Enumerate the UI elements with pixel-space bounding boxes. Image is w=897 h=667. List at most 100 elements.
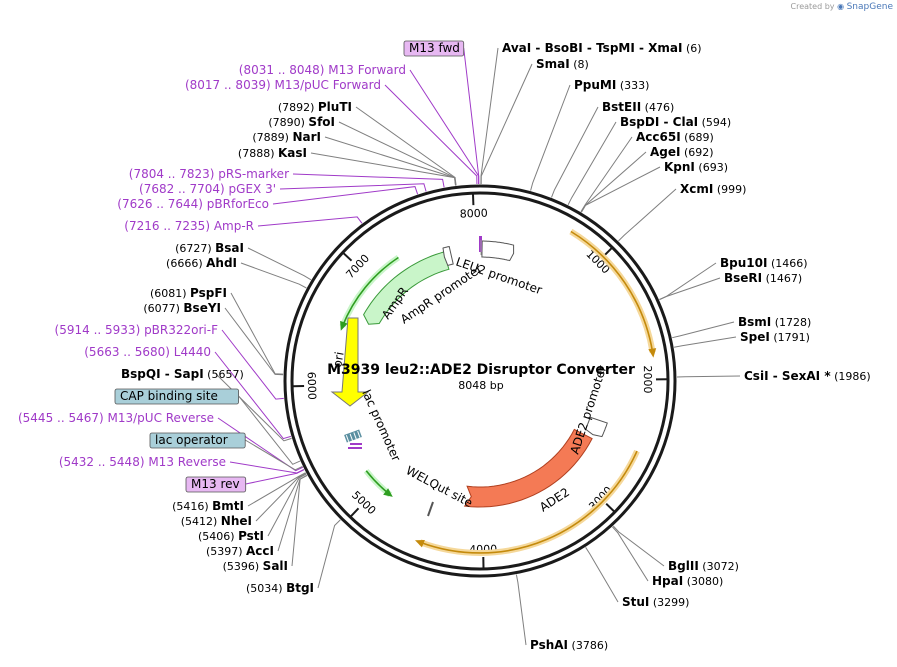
primer-name: pBR322ori-F — [144, 323, 218, 337]
enzyme-leader — [247, 472, 306, 507]
enzyme-leader — [581, 166, 661, 213]
primer-label: (5432 .. 5448) M13 Reverse — [59, 455, 226, 469]
leu2-promoter-arrow[interactable] — [481, 240, 515, 262]
enzyme-pos: (3080) — [683, 575, 723, 588]
tick-label: 6000 — [305, 372, 319, 400]
ade2-promoter-arrow[interactable] — [584, 416, 608, 438]
primer-name: L4440 — [174, 345, 211, 359]
enzyme-label: (6666) AhdI — [166, 256, 237, 270]
enzyme-label: AgeI (692) — [650, 145, 714, 159]
tick-label: 2000 — [641, 365, 654, 393]
primer-leader — [384, 84, 478, 185]
primer-label: (5914 .. 5933) pBR322ori-F — [55, 323, 219, 337]
tick-mark — [350, 507, 360, 517]
enzyme-name: BsaI — [215, 241, 244, 255]
enzyme-label: (6727) BsaI — [175, 241, 244, 255]
enzyme-pos: (333) — [616, 79, 649, 92]
enzyme-name: BseRI — [724, 271, 762, 285]
box-leader — [244, 439, 303, 471]
enzyme-name: SpeI — [740, 330, 770, 344]
snapgene-logo-icon: ◉ — [837, 2, 845, 11]
enzyme-pos: (693) — [695, 161, 728, 174]
enzyme-label: BseRI (1467) — [724, 271, 802, 285]
enzyme-pos: (1728) — [771, 316, 811, 329]
enzyme-name: KasI — [278, 146, 307, 160]
enzyme-name: KpnI — [664, 160, 695, 174]
orf-arc-ade2 — [419, 450, 638, 554]
enzyme-leader — [515, 574, 527, 646]
enzyme-name: HpaI — [652, 574, 683, 588]
enzyme-label: (7892) PluTI — [278, 100, 352, 114]
ade2-cds-arrow[interactable] — [463, 428, 593, 508]
enzyme-leader — [612, 526, 649, 582]
primer-label: (7682 .. 7704) pGEX 3' — [139, 182, 276, 196]
primer-leader — [272, 186, 419, 205]
primer-label: (8017 .. 8039) M13/pUC Forward — [185, 78, 381, 92]
ori-arrow[interactable] — [330, 317, 370, 407]
primer-name: M13 Reverse — [148, 455, 226, 469]
backbone-inner-ring — [290, 191, 670, 571]
primer-name: pRS-marker — [218, 167, 289, 181]
enzyme-leader — [659, 262, 717, 300]
enzyme-pos: (3299) — [649, 596, 689, 609]
primer-leader — [279, 183, 427, 192]
enzyme-pos: (5396) — [223, 560, 263, 573]
label-leader-lines — [214, 47, 741, 646]
primer-box — [185, 476, 247, 493]
enzyme-label: (5396) SalI — [223, 559, 288, 573]
enzyme-pos: (1791) — [770, 331, 810, 344]
enzyme-name: AccI — [246, 544, 274, 558]
enzyme-pos: (1467) — [762, 272, 802, 285]
enzyme-name: AhdI — [206, 256, 237, 270]
enzyme-label: BspDI - ClaI (594) — [620, 115, 731, 129]
primer-leader — [257, 216, 363, 227]
enzyme-pos: (6666) — [166, 257, 206, 270]
enzyme-leader — [215, 373, 292, 442]
enzyme-leader — [247, 247, 312, 281]
enzyme-leader — [551, 106, 599, 198]
enzyme-label: (5397) AccI — [206, 544, 274, 558]
enzyme-leader — [291, 474, 308, 567]
enzyme-name: NarI — [292, 130, 321, 144]
site-box-label: lac operator — [155, 433, 228, 447]
enzyme-leader — [659, 277, 721, 301]
enzyme-pos: (5657) — [204, 368, 244, 381]
primer-box-label: M13 fwd — [409, 41, 460, 55]
tick-mark — [342, 252, 353, 262]
enzyme-pos: (7890) — [268, 116, 308, 129]
enzyme-label: (7889) NarI — [252, 130, 321, 144]
enzyme-name: PpuMI — [574, 78, 616, 92]
orf-arc-band — [419, 449, 640, 556]
enzyme-sep: - — [635, 41, 648, 55]
enzyme-sep: - — [161, 367, 174, 381]
box-leader — [245, 469, 305, 485]
enzyme-sep: - — [659, 115, 672, 129]
primer-label: (7626 .. 7644) pBRforEco — [117, 197, 269, 211]
enzyme-pos: (5412) — [181, 515, 221, 528]
enzyme-leader — [480, 63, 533, 185]
ampr-promoter-arrow[interactable] — [442, 246, 454, 267]
enzyme-leader — [480, 47, 499, 185]
enzyme-leader — [324, 136, 457, 186]
enzyme-name: AgeI — [650, 145, 680, 159]
enzyme-label: SmaI (8) — [536, 57, 589, 71]
plasmid-name: M3939 leu2::ADE2 Disruptor Converter — [327, 362, 635, 378]
enzyme-pos: (7888) — [238, 147, 278, 160]
enzyme-name: SapI — [174, 367, 204, 381]
enzyme-pos: (6727) — [175, 242, 215, 255]
enzyme-label: StuI (3299) — [622, 595, 689, 609]
enzyme-leader — [676, 375, 741, 378]
ampr-cds-arrow[interactable] — [363, 251, 450, 325]
enzyme-name: BseYI — [183, 301, 221, 315]
primer-label: (5663 .. 5680) L4440 — [84, 345, 211, 359]
orf-arc-leu2 — [570, 230, 654, 353]
enzyme-pos: (1466) — [767, 257, 807, 270]
enzyme-leader — [530, 84, 571, 191]
enzyme-name: PshAI — [530, 638, 568, 652]
orf-arrowhead — [648, 348, 657, 358]
enzyme-leader — [585, 547, 619, 603]
primer-range: (5914 .. 5933) — [55, 323, 145, 337]
primer-label: (5445 .. 5467) M13/pUC Reverse — [18, 411, 214, 425]
enzyme-pos: (3072) — [699, 560, 739, 573]
enzyme-label: KpnI (693) — [664, 160, 728, 174]
